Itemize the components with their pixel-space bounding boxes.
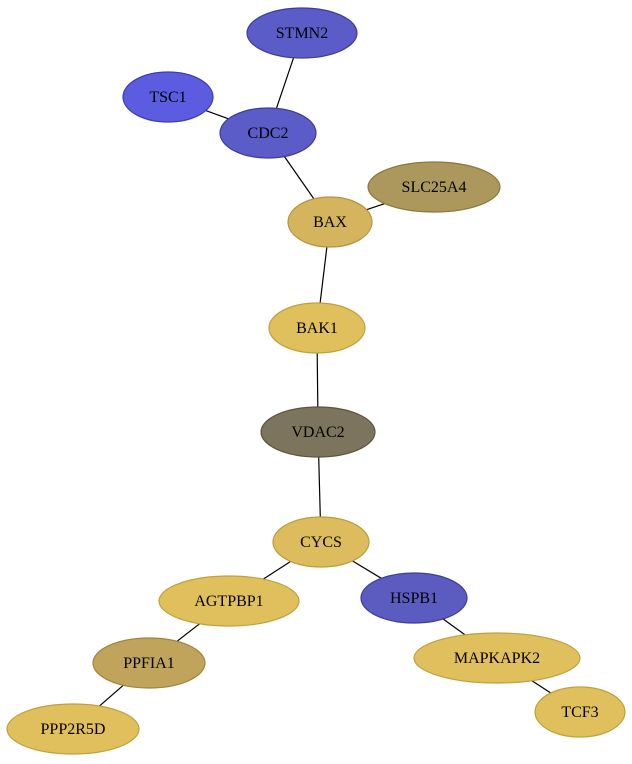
edge-hspb1-mapkapk2: [442, 618, 466, 636]
node-mapkapk2[interactable]: MAPKAPK2: [413, 632, 581, 684]
node-label: CDC2: [248, 125, 289, 142]
node-label: PPP2R5D: [41, 721, 106, 738]
edge-cycs-hspb1: [352, 560, 382, 579]
node-label: BAX: [313, 214, 347, 231]
node-shape: [268, 302, 366, 354]
node-shape: [158, 575, 300, 627]
edge-mapkapk2-tcf3: [531, 680, 552, 694]
node-ppp2r5d[interactable]: PPP2R5D: [6, 703, 140, 755]
node-tcf3[interactable]: TCF3: [534, 686, 626, 738]
node-label: AGTPBP1: [194, 593, 263, 610]
node-label: SLC25A4: [402, 179, 467, 196]
node-hspb1[interactable]: HSPB1: [360, 572, 468, 624]
node-shape: [360, 572, 468, 624]
node-shape: [219, 107, 317, 159]
node-shape: [413, 632, 581, 684]
node-label: BAK1: [296, 320, 338, 337]
node-label: TCF3: [561, 704, 598, 721]
edge-slc25a4-bax: [366, 203, 385, 211]
edge-tsc1-cdc2: [205, 110, 229, 120]
node-label: TSC1: [149, 89, 186, 106]
node-cdc2[interactable]: CDC2: [219, 107, 317, 159]
node-shape: [534, 686, 626, 738]
edge-bax-bak1: [319, 246, 328, 304]
edge-bak1-vdac2: [316, 352, 319, 408]
node-shape: [260, 406, 376, 458]
edge-cycs-agtpbp1: [262, 560, 292, 580]
edges-layer: [99, 57, 552, 707]
node-stmn2[interactable]: STMN2: [246, 7, 358, 59]
edge-stmn2-cdc2: [275, 57, 295, 109]
node-bax[interactable]: BAX: [287, 196, 373, 248]
node-vdac2[interactable]: VDAC2: [260, 406, 376, 458]
edge-ppfia1-ppp2r5d: [99, 684, 124, 707]
node-label: PPFIA1: [123, 655, 175, 672]
node-slc25a4[interactable]: SLC25A4: [367, 161, 501, 213]
node-shape: [122, 71, 214, 123]
node-shape: [246, 7, 358, 59]
node-label: MAPKAPK2: [454, 650, 540, 667]
node-label: STMN2: [276, 25, 328, 42]
node-shape: [6, 703, 140, 755]
node-shape: [367, 161, 501, 213]
node-label: CYCS: [300, 534, 342, 551]
node-shape: [92, 637, 206, 689]
node-shape: [287, 196, 373, 248]
edge-agtpbp1-ppfia1: [176, 623, 201, 642]
node-agtpbp1[interactable]: AGTPBP1: [158, 575, 300, 627]
node-bak1[interactable]: BAK1: [268, 302, 366, 354]
node-shape: [272, 516, 370, 568]
edge-vdac2-cycs: [318, 456, 321, 518]
node-tsc1[interactable]: TSC1: [122, 71, 214, 123]
node-label: HSPB1: [390, 590, 438, 607]
node-label: VDAC2: [291, 424, 344, 441]
node-ppfia1[interactable]: PPFIA1: [92, 637, 206, 689]
node-cycs[interactable]: CYCS: [272, 516, 370, 568]
edge-cdc2-bax: [283, 156, 315, 200]
